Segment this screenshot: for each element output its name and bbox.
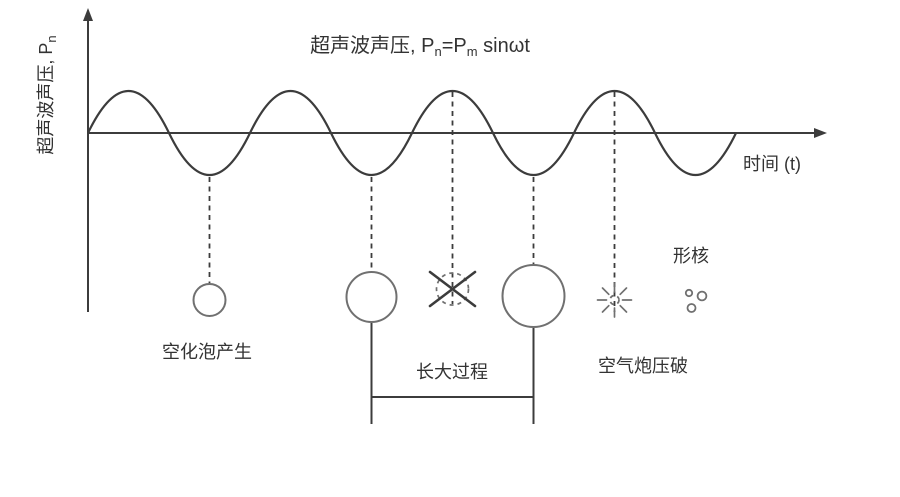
sine-wave — [87, 90, 737, 176]
collapse-x-line-2 — [428, 270, 477, 308]
collapse-dashed-circle — [435, 272, 470, 306]
growth-bracket — [370, 323, 535, 424]
label-bubble-generation: 空化泡产生 — [162, 342, 252, 362]
burst-icon — [596, 282, 633, 318]
x-axis — [88, 128, 827, 138]
burst-core — [609, 294, 620, 306]
label-bubble-burst: 空气炮压破 — [598, 356, 688, 376]
collapse-cross-icon — [428, 270, 477, 308]
nucleation-dots — [684, 288, 708, 313]
bubble-small — [192, 283, 227, 317]
bubble-large — [501, 264, 566, 328]
label-nucleation: 形核 — [673, 246, 709, 266]
x-axis-arrow-icon — [814, 128, 827, 138]
x-axis-label: 时间 (t) — [743, 154, 801, 174]
label-growth-process: 长大过程 — [416, 362, 488, 382]
chart-title: 超声波声压, Pn=Pm sinωt — [310, 34, 530, 59]
y-axis-arrow-icon — [83, 8, 93, 21]
y-axis-label: 超声波声压, Pn — [36, 35, 59, 154]
y-axis — [83, 8, 93, 312]
bubble-medium — [345, 271, 398, 323]
